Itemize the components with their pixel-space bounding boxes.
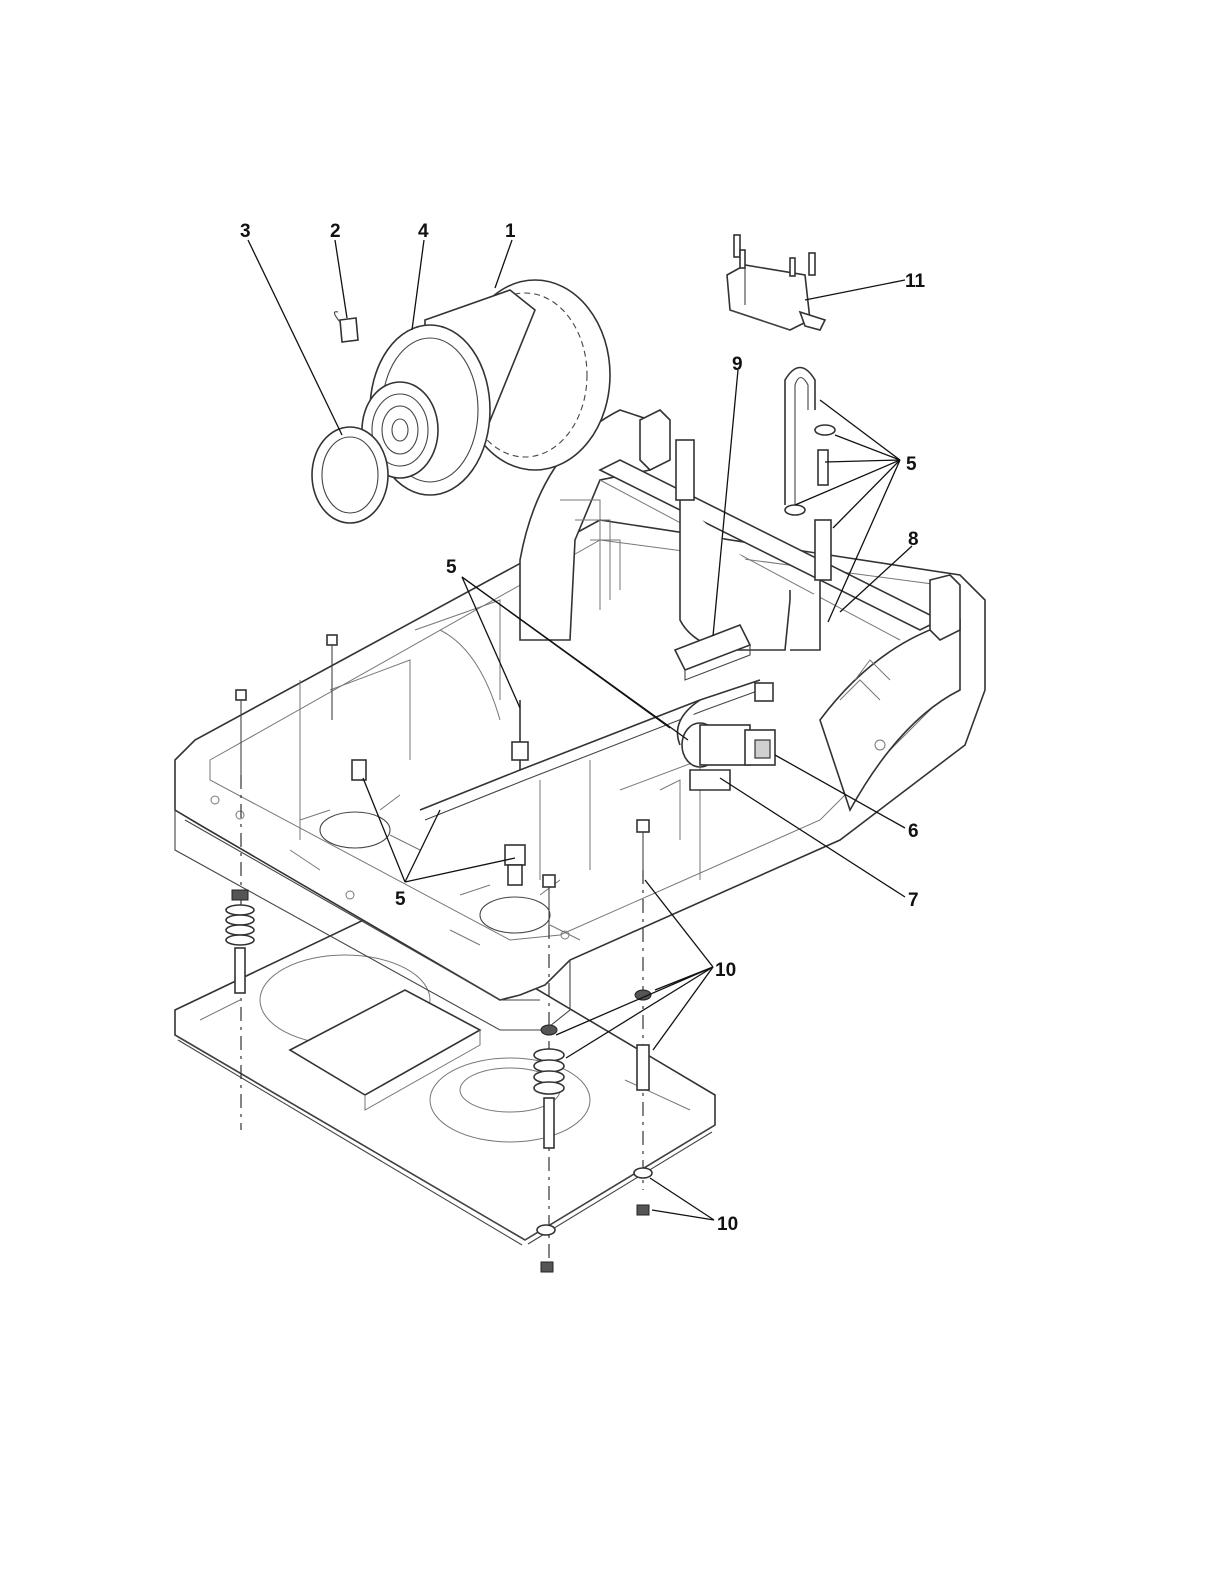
callout-4: 4 — [418, 221, 429, 242]
mounting-bolt-right — [636, 819, 650, 870]
callout-8: 8 — [908, 529, 919, 550]
mounting-bolt-rear — [326, 634, 338, 720]
callout-5-middle: 5 — [446, 557, 457, 578]
main-housing — [174, 409, 986, 1031]
callout-5-lower: 5 — [395, 889, 406, 910]
spacer-right — [634, 989, 652, 1091]
callout-11: 11 — [905, 271, 926, 292]
callout-10-upper: 10 — [715, 960, 736, 981]
brush-deck-plate — [174, 904, 716, 1246]
callout-3: 3 — [240, 221, 251, 242]
spring-center — [533, 1024, 565, 1149]
spring-left — [225, 889, 255, 994]
callout-labels: 1 2 3 4 11 9 5 8 5 6 5 7 10 10 — [240, 221, 926, 1235]
callout-6: 6 — [908, 821, 919, 842]
spray-nozzles — [351, 682, 774, 886]
valve-bracket — [689, 769, 731, 791]
hose-u-bend — [784, 366, 816, 505]
callout-1: 1 — [505, 221, 516, 242]
callout-10-lower: 10 — [717, 1214, 738, 1235]
mounting-bolt-left — [235, 689, 247, 775]
hose-clamps-fittings — [675, 424, 836, 581]
carbon-brush — [333, 311, 359, 343]
callout-9: 9 — [732, 354, 743, 375]
relay-part — [726, 234, 827, 331]
hose-line — [419, 500, 821, 821]
leader-lines — [247, 239, 913, 1221]
callout-5-top-right: 5 — [906, 454, 917, 475]
vacuum-motor-assembly — [361, 279, 611, 496]
washers-nuts — [536, 1167, 653, 1273]
solenoid-valve — [681, 722, 776, 768]
callout-2: 2 — [330, 221, 341, 242]
callout-7: 7 — [908, 890, 919, 911]
gasket-ring — [311, 426, 389, 524]
mounting-bolt-center — [542, 874, 556, 925]
filter-block — [673, 623, 752, 681]
